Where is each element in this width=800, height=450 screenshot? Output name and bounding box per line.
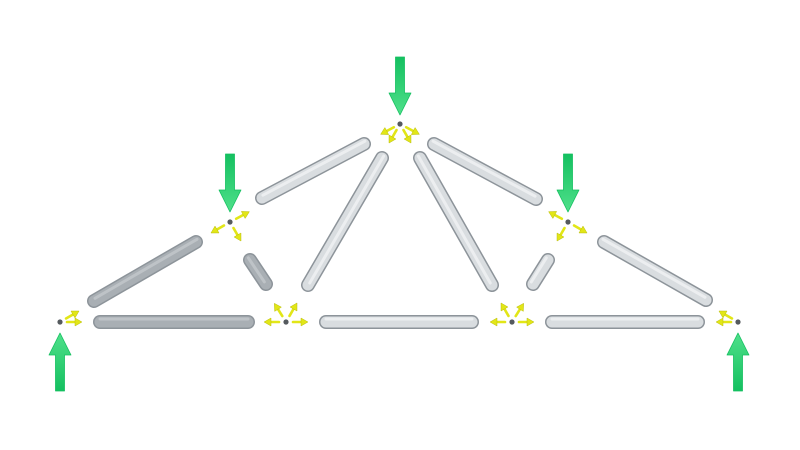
truss-member-top-chord-left-upper [255, 137, 371, 205]
member-force-arrow-icon [388, 128, 398, 144]
truss-member-top-chord-left-lower [87, 235, 203, 308]
member-force-arrow-icon [291, 317, 309, 327]
truss-node-d [735, 319, 741, 325]
truss-member-top-chord-right-upper [427, 137, 543, 206]
member-force-arrow-icon [402, 128, 412, 144]
truss-node-e [227, 219, 233, 225]
truss-member-bottom-chord-right [545, 315, 705, 329]
truss-member-web-left-long [301, 151, 389, 292]
member-force-arrow-icon [514, 302, 524, 318]
load-arrows-layer [48, 56, 750, 392]
member-force-arrow-icon [274, 302, 284, 318]
member-force-arrow-icon [500, 302, 510, 318]
member-force-arrow-icon [210, 224, 226, 234]
member-force-arrow-icon [65, 317, 83, 327]
truss-member-web-right-short [526, 253, 555, 291]
member-force-arrows-layer [64, 125, 734, 327]
truss-member-top-chord-right-lower [597, 235, 713, 307]
member-force-arrow-icon [380, 125, 396, 135]
truss-member-bottom-chord-left [93, 315, 255, 329]
member-force-arrow-icon [404, 125, 420, 135]
truss-node-c [509, 319, 515, 325]
member-force-arrow-icon [718, 310, 734, 320]
truss-node-a [57, 319, 63, 325]
member-force-arrow-icon [234, 211, 250, 221]
member-force-arrow-icon [232, 226, 242, 242]
member-force-arrow-icon [64, 310, 80, 320]
member-force-arrow-icon [556, 226, 566, 242]
member-force-arrow-icon [715, 317, 733, 327]
truss-member-bottom-chord-middle [319, 315, 479, 329]
reaction-arrow-right-up-arrow-icon [726, 332, 750, 392]
member-force-arrow-icon [263, 317, 281, 327]
nodes-layer [57, 121, 741, 325]
members-layer [87, 137, 713, 329]
member-force-arrow-icon [288, 302, 298, 318]
truss-node-f [397, 121, 403, 127]
truss-node-b [283, 319, 289, 325]
member-force-arrow-icon [572, 224, 588, 234]
load-arrow-right-down-arrow-icon [556, 153, 580, 213]
member-force-arrow-icon [548, 211, 564, 221]
member-force-arrow-icon [517, 317, 535, 327]
load-arrow-top-down-arrow-icon [388, 56, 412, 116]
member-force-arrow-icon [489, 317, 507, 327]
reaction-arrow-left-up-arrow-icon [48, 332, 72, 392]
load-arrow-left-down-arrow-icon [218, 153, 242, 213]
truss-member-web-left-short [243, 253, 273, 291]
truss-member-web-right-long [413, 151, 499, 292]
truss-node-g [565, 219, 571, 225]
